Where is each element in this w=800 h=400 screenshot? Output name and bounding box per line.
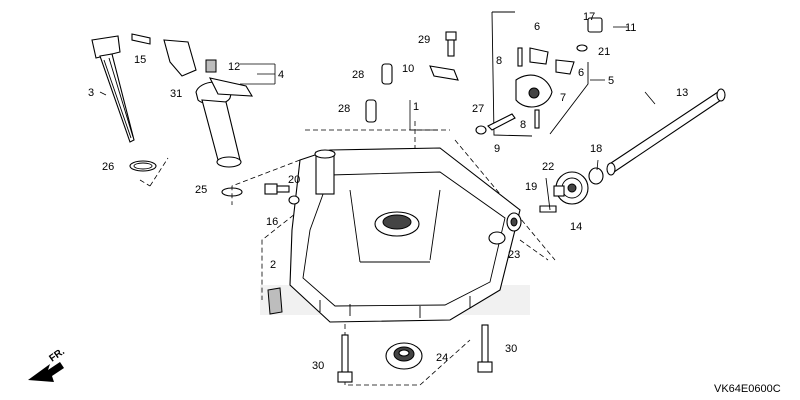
dowel-pin-parts (365, 63, 393, 123)
callout-8a: 8 (496, 55, 502, 67)
callout-6a: 6 (534, 21, 540, 33)
callout-12: 12 (228, 61, 240, 73)
callout-4: 4 (278, 69, 284, 81)
callout-30b: 30 (505, 343, 517, 355)
bolt-16-part (264, 183, 300, 205)
callout-13: 13 (676, 87, 688, 99)
gear-14-part (553, 171, 589, 205)
callout-22: 22 (542, 161, 554, 173)
callouts: 1 2 3 4 5 6 6 7 8 8 9 10 11 12 13 14 15 … (88, 11, 688, 372)
bolt-30-right-part (477, 324, 493, 373)
oring-part (129, 160, 157, 172)
callout-9: 9 (494, 143, 500, 155)
callout-1: 1 (413, 101, 419, 113)
callout-11: 11 (625, 22, 636, 34)
callout-6b: 6 (578, 67, 584, 79)
bolt-30-left-part (337, 334, 353, 383)
crankcase-part (289, 147, 521, 323)
washer-19-part (539, 177, 557, 213)
governor-assembly-part (475, 11, 603, 137)
callout-20: 20 (288, 174, 300, 186)
callout-28b: 28 (338, 103, 350, 115)
callout-28a: 28 (352, 69, 364, 81)
callout-30a: 30 (312, 360, 324, 372)
leader-lines (99, 26, 656, 171)
dipstick-part (91, 35, 135, 143)
callout-7: 7 (560, 92, 566, 104)
callout-27: 27 (472, 103, 484, 115)
direction-label: FR. (47, 346, 67, 364)
callout-19: 19 (525, 181, 537, 193)
callout-8b: 8 (520, 119, 526, 131)
callout-25: 25 (195, 184, 207, 196)
callout-14: 14 (570, 221, 582, 233)
filler-tube-part (195, 77, 254, 197)
callout-26: 26 (102, 161, 114, 173)
callout-23: 23 (508, 249, 520, 261)
seal-23-part (506, 212, 522, 232)
callout-18: 18 (590, 143, 602, 155)
callout-24: 24 (436, 352, 448, 364)
bolt-29-part (429, 31, 459, 81)
filler-bracket-part (131, 33, 217, 77)
callout-3: 3 (88, 87, 94, 99)
callout-10: 10 (402, 63, 414, 75)
reference-lines (139, 118, 556, 386)
callout-17: 17 (583, 11, 595, 23)
callout-5: 5 (608, 75, 614, 87)
callout-21: 21 (598, 46, 610, 58)
oil-seal-24-part (385, 342, 423, 370)
callout-15: 15 (134, 54, 146, 66)
rubber-stopper-2-part (267, 287, 283, 315)
callout-29: 29 (418, 34, 430, 46)
callout-2: 2 (270, 259, 276, 271)
diagram-code: VK64E0600C (714, 383, 781, 395)
shaft-13-part (588, 88, 726, 185)
callout-16: 16 (266, 216, 278, 228)
front-direction-arrow: FR. (28, 346, 67, 382)
callout-31: 31 (170, 88, 182, 100)
